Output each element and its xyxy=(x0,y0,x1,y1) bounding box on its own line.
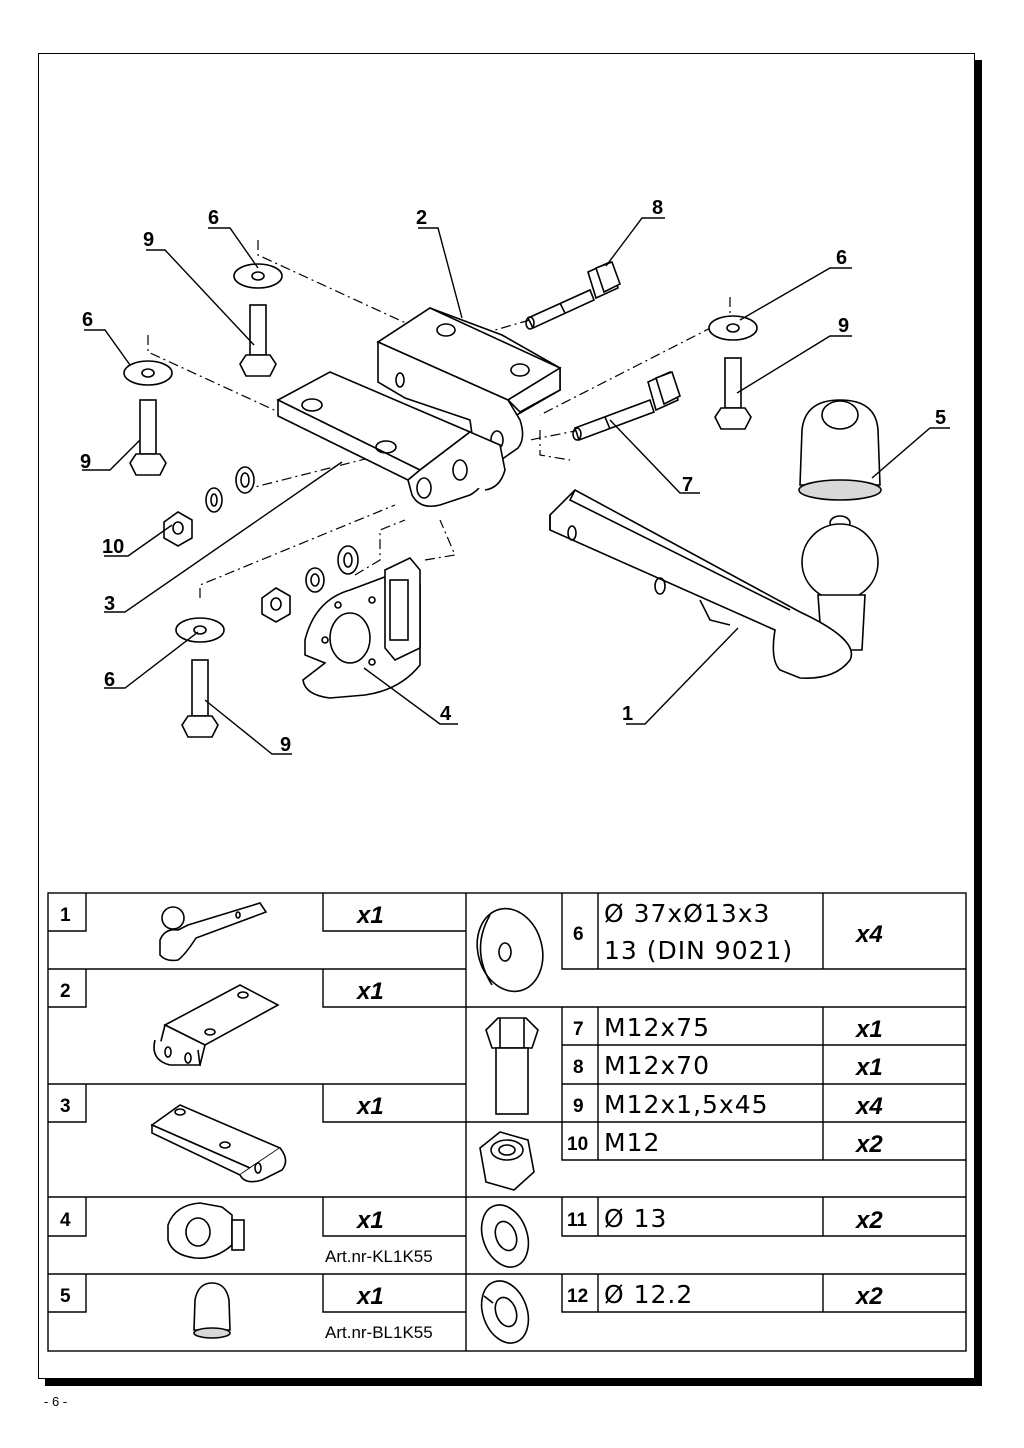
part-spec-8: M12x70 xyxy=(604,1051,710,1080)
callout-9c: 9 xyxy=(838,315,849,337)
tow-bar-drawing xyxy=(549,489,879,679)
callout-numbers: 6 9 6 9 2 8 6 9 5 7 10 3 6 4 9 1 xyxy=(80,197,946,756)
part-qty-12: x2 xyxy=(854,1283,883,1310)
part-qty-11: x2 xyxy=(854,1207,883,1234)
parts-right-rows: 6 Ø 37xØ13x3 13 (DIN 9021) x4 7 M12x75 x… xyxy=(567,899,883,1310)
part-number-10: 10 xyxy=(567,1134,588,1155)
bracket-upper-drawing xyxy=(376,307,562,466)
callout-4: 4 xyxy=(440,703,452,725)
callout-7: 7 xyxy=(682,474,693,496)
frame-shadow-bottom xyxy=(45,1379,982,1386)
thumb-washer xyxy=(476,907,544,993)
part-number-8: 8 xyxy=(573,1057,584,1078)
part-qty-9: x4 xyxy=(854,1093,883,1120)
callout-9d: 9 xyxy=(280,734,291,756)
part-number-7: 7 xyxy=(573,1019,584,1040)
tow-ball-cap-drawing xyxy=(798,399,882,501)
part-spec-12: Ø 12.2 xyxy=(604,1280,693,1309)
part-spec-7: M12x75 xyxy=(604,1013,710,1042)
washer-bolt-set-a xyxy=(233,263,283,377)
washer-bolt-set-b xyxy=(123,360,173,476)
thumb-bracket-lower xyxy=(150,1104,287,1183)
part-number-2: 2 xyxy=(60,981,71,1002)
washer-bolt-set-d xyxy=(175,617,225,738)
callout-3: 3 xyxy=(104,593,115,615)
callout-10: 10 xyxy=(102,536,124,558)
part-spec-11: Ø 13 xyxy=(604,1204,667,1233)
part-number-5: 5 xyxy=(60,1286,71,1307)
callout-6d: 6 xyxy=(104,669,115,691)
frame-shadow-right xyxy=(975,60,982,1386)
callout-1: 1 xyxy=(622,703,633,725)
part-number-3: 3 xyxy=(60,1096,71,1117)
callout-6a: 6 xyxy=(208,207,219,229)
thumb-tow-ball-cap xyxy=(193,1282,231,1339)
callout-5: 5 xyxy=(935,407,946,429)
part-qty-10: x2 xyxy=(854,1131,883,1158)
socket-plate-drawing xyxy=(302,557,421,699)
part-qty-8: x1 xyxy=(854,1054,883,1081)
bolt-m12x70-drawing xyxy=(525,260,621,330)
part-spec-10: M12 xyxy=(604,1128,660,1157)
callout-9b: 9 xyxy=(80,451,91,473)
part-qty-6: x4 xyxy=(854,921,883,948)
bracket-lower-drawing xyxy=(276,371,506,508)
bolt-m12x75-drawing xyxy=(572,370,681,442)
part-number-6: 6 xyxy=(573,924,584,945)
part-spec-9: M12x1,5x45 xyxy=(604,1090,769,1119)
article-number-4: Art.nr-KL1K55 xyxy=(325,1247,433,1266)
nut-washer-set-a xyxy=(163,466,255,547)
thumb-bracket-upper xyxy=(153,984,280,1067)
parts-left-numbers: 1 2 3 4 5 xyxy=(60,905,71,1307)
part-qty-1: x1 xyxy=(355,902,384,929)
nut-washer-set-b xyxy=(261,545,359,623)
part-qty-7: x1 xyxy=(854,1016,883,1043)
part-qty-3: x1 xyxy=(355,1093,384,1120)
thumb-spring-washer xyxy=(480,1280,530,1344)
part-number-1: 1 xyxy=(60,905,71,926)
part-number-11: 11 xyxy=(567,1210,588,1231)
part-qty-4: x1 xyxy=(355,1207,384,1234)
callout-2: 2 xyxy=(416,207,427,229)
part-number-4: 4 xyxy=(60,1210,71,1231)
parts-left-qty: x1 x1 x1 x1 x1 Art.nr-KL1K55 Art.nr-BL1K… xyxy=(325,902,433,1342)
callout-9a: 9 xyxy=(143,229,154,251)
callout-6c: 6 xyxy=(836,247,847,269)
part-qty-2: x1 xyxy=(355,978,384,1005)
callout-8: 8 xyxy=(652,197,663,219)
page-number: - 6 - xyxy=(44,1394,68,1409)
thumb-bolt xyxy=(485,1017,539,1115)
part-number-12: 12 xyxy=(567,1286,588,1307)
callout-leaders xyxy=(82,217,950,755)
parts-table xyxy=(47,892,967,1352)
thumb-socket-plate xyxy=(167,1202,245,1260)
callout-6b: 6 xyxy=(82,309,93,331)
thumb-nut xyxy=(479,1131,535,1191)
thumb-washer-flat xyxy=(480,1204,530,1268)
part-spec-6-line1: Ø 37xØ13x3 xyxy=(604,899,770,928)
thumb-tow-bar xyxy=(159,902,268,962)
part-spec-6-line2: 13 (DIN 9021) xyxy=(604,936,793,965)
article-number-5: Art.nr-BL1K55 xyxy=(325,1323,433,1342)
part-number-9: 9 xyxy=(573,1096,584,1117)
part-qty-5: x1 xyxy=(355,1283,384,1310)
washer-bolt-set-c xyxy=(708,315,758,430)
